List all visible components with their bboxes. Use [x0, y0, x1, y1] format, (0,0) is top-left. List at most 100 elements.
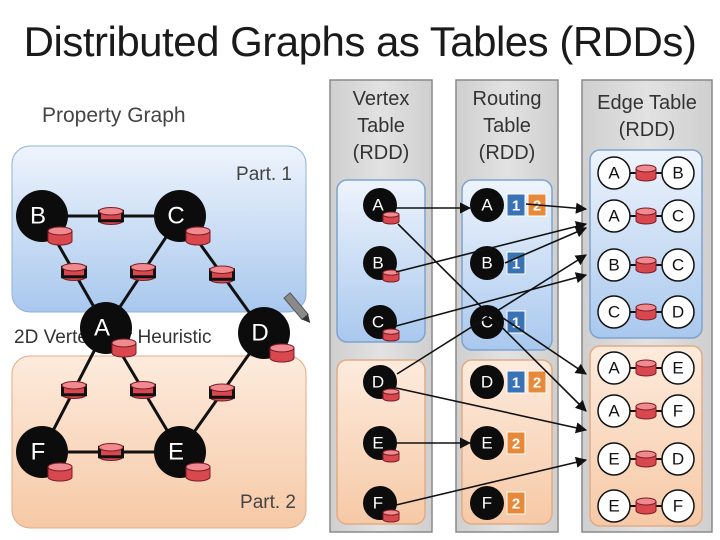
vertex-label: B	[30, 203, 46, 230]
partition-badge: 1	[506, 370, 526, 394]
edge-property-icon	[61, 263, 87, 282]
edge-endpoint-label: A	[608, 359, 620, 378]
edge-endpoint-label: F	[673, 402, 683, 421]
vertex-property-icon	[382, 211, 400, 225]
vertex-property-icon	[382, 509, 400, 523]
edge-table-header: Edge Table (RDD)	[582, 90, 712, 144]
vertex-property-icon	[269, 343, 295, 363]
partition-1-label: Part. 1	[236, 164, 292, 185]
edge-property-icon	[98, 207, 124, 225]
vertex-row-label: E	[372, 434, 383, 453]
vertex-property-icon	[382, 449, 400, 463]
graph-vertex-d: D	[238, 307, 295, 363]
edge-property-icon	[209, 383, 235, 402]
routing-row-label: A	[481, 196, 493, 215]
edge-endpoint-label: C	[608, 303, 620, 322]
vertex-header-line: Table	[357, 115, 405, 137]
graph-vertex-b: B	[16, 190, 73, 246]
vertex-label: E	[168, 439, 184, 466]
vertex-property-icon	[382, 328, 400, 342]
edge-endpoint-label: E	[608, 497, 619, 516]
edge-part-2	[589, 345, 703, 527]
routing-header-line: (RDD)	[478, 142, 536, 164]
edge-property-icon	[635, 402, 657, 420]
edge-property-icon	[635, 207, 657, 225]
edge-property-icon	[635, 497, 657, 515]
routing-arrow	[396, 254, 587, 375]
vertex-property-icon	[47, 462, 73, 482]
edge-endpoint-label: F	[673, 497, 683, 516]
routing-arrow	[397, 223, 587, 412]
edge-endpoint-label: D	[672, 303, 684, 322]
edge-endpoint-label: A	[608, 207, 620, 226]
routing-row-label: F	[482, 494, 492, 513]
edge-property-icon	[98, 443, 124, 462]
routing-table-header: Routing Table (RDD)	[456, 86, 558, 167]
badge-label: 1	[512, 375, 520, 392]
edge-endpoint-label: C	[672, 256, 684, 275]
badge-label: 2	[533, 375, 541, 392]
vertex-row-label: B	[372, 254, 383, 273]
vertex-row-f: F	[363, 486, 400, 523]
edge-endpoint-label: A	[608, 164, 620, 183]
badge-label: 2	[512, 496, 520, 513]
graph-vertex-f: F	[16, 426, 73, 482]
edge-header-line: (RDD)	[618, 119, 676, 141]
vertex-row-label: D	[372, 373, 384, 392]
partition-2-label: Part. 2	[240, 492, 296, 513]
vertex-header-line: Vertex	[352, 88, 410, 110]
edge-property-icon	[61, 381, 87, 400]
partition-badge: 2	[527, 370, 547, 394]
vertex-property-icon	[47, 226, 73, 246]
edge-property-icon	[635, 164, 657, 182]
routing-row-label: E	[481, 434, 492, 453]
vertex-row-label: A	[372, 196, 384, 215]
routing-header-line: Routing	[472, 88, 542, 110]
vertex-row-b: B	[363, 246, 400, 283]
vertex-row-d: D	[363, 365, 400, 402]
vertex-row-e: E	[363, 426, 400, 463]
vertex-row-a: A	[363, 188, 400, 225]
graph-vertex-a: A	[80, 302, 137, 358]
vertex-row-label: F	[373, 494, 383, 513]
badge-label: 1	[512, 198, 520, 215]
vertex-label: D	[251, 320, 268, 347]
routing-header-line: Table	[483, 115, 531, 137]
partition-badge: 1	[506, 310, 526, 334]
partition-badge: 2	[506, 431, 526, 455]
edge-endpoint-label: B	[672, 164, 683, 183]
edge-header-line: Edge Table	[597, 92, 697, 114]
edge-endpoint-label: C	[672, 207, 684, 226]
partition-badge: 2	[506, 491, 526, 515]
routing-arrow	[525, 202, 588, 214]
edge-property-icon	[635, 359, 657, 377]
edge-endpoint-label: E	[608, 450, 619, 469]
routing-row-label: C	[481, 313, 493, 332]
vertex-property-icon	[382, 269, 400, 283]
edge-property-icon	[635, 303, 657, 321]
vertex-property-icon	[111, 338, 137, 358]
vertex-label: F	[31, 439, 46, 466]
edge-property-icon	[209, 265, 235, 284]
badge-label: 1	[512, 315, 520, 332]
vertex-property-icon	[185, 226, 211, 246]
routing-arrow	[502, 317, 587, 375]
partition-badge: 1	[506, 193, 526, 217]
vertex-row-label: C	[372, 313, 384, 332]
page-title: Distributed Graphs as Tables (RDDs)	[23, 18, 697, 65]
edge-property-icon	[635, 450, 657, 468]
